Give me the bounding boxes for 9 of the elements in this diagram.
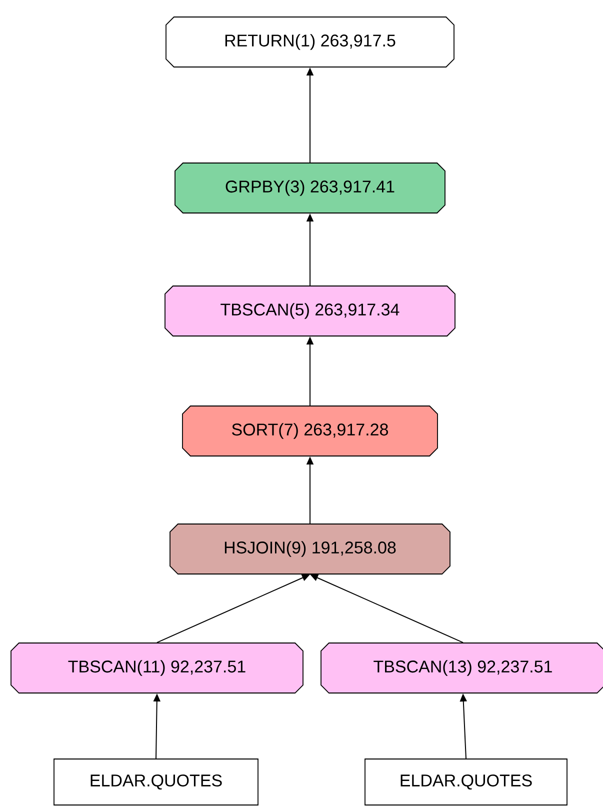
operator-box: TBSCAN(11) 92,237.51 [10,642,304,694]
table-box: ELDAR.QUOTES [54,758,258,806]
operator-box: GRPBY(3) 263,917.41 [174,162,446,214]
table-box: ELDAR.QUOTES [364,758,568,806]
operator-box: TBSCAN(13) 92,237.51 [320,642,603,694]
operator-box: RETURN(1) 263,917.5 [166,16,454,68]
operator-box: SORT(7) 263,917.28 [182,406,438,456]
operator-box: TBSCAN(5) 263,917.34 [164,286,456,336]
operator-box: HSJOIN(9) 191,258.08 [170,524,450,574]
